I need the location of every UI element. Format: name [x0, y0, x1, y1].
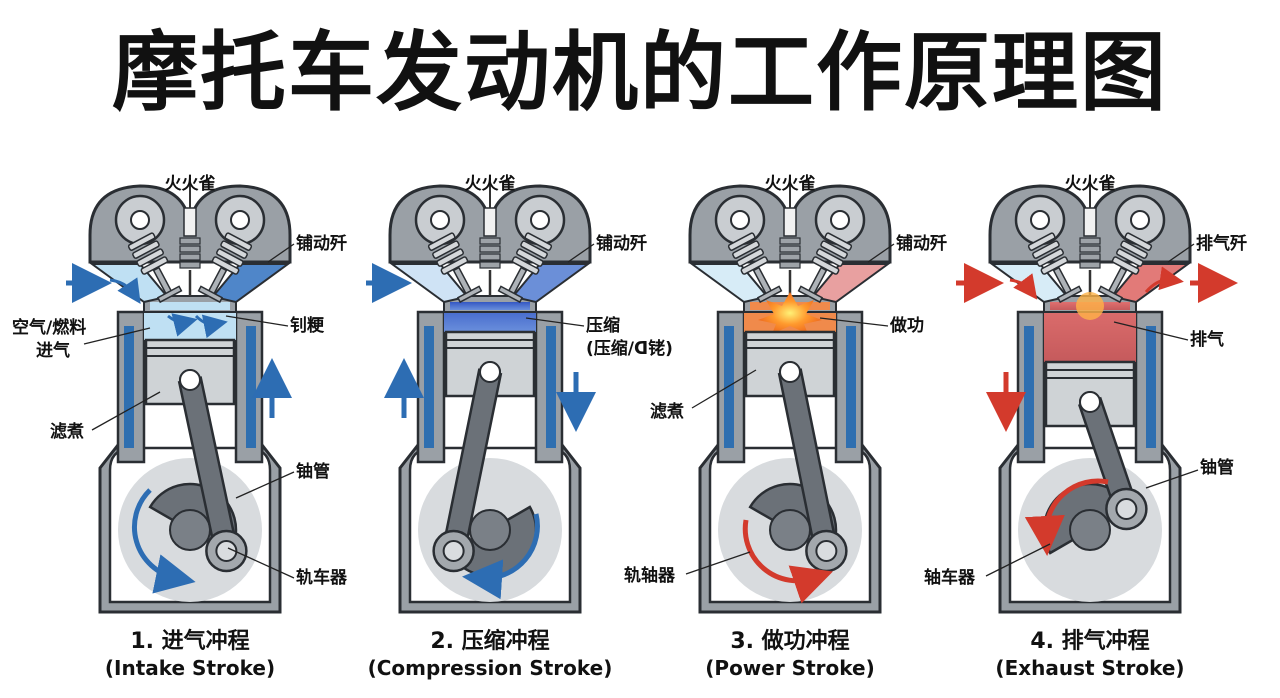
main-journal — [469, 509, 511, 551]
cam-hub-right — [530, 210, 550, 230]
stroke-caption: 3. 做功冲程 — [730, 628, 849, 654]
intake-valve — [427, 232, 483, 304]
cam-hub-left — [730, 210, 750, 230]
label-compression-sub: (压缩/ᗡ铑) — [586, 338, 673, 359]
crank-rotation-arrow — [1024, 478, 1109, 556]
label-gas: 钊粳 — [290, 315, 325, 336]
label-compression: 压缩 — [586, 315, 620, 336]
page-title: 摩托车发动机的工作原理图 — [112, 23, 1168, 123]
label-crank: 轨轴器 — [624, 565, 676, 586]
stroke-caption-en: (Intake Stroke) — [105, 656, 275, 680]
intake-swirl — [167, 313, 198, 337]
cam-hub-right — [830, 210, 850, 230]
label-valve: 排气歼 — [1196, 233, 1247, 254]
exhaust-valve — [1097, 232, 1153, 304]
exhaust-swirl — [1009, 273, 1038, 300]
intake-swirl — [194, 314, 228, 339]
label-crank: 轴车器 — [924, 567, 976, 588]
stroke-caption: 4. 排气冲程 — [1030, 628, 1149, 654]
coolant-jacket-left — [424, 326, 434, 448]
cam-hub-right — [1130, 210, 1150, 230]
label-air-fuel: 空气/燃料 — [12, 317, 86, 338]
label-crank: 轨车器 — [296, 567, 348, 588]
coolant-jacket-left — [724, 326, 734, 448]
spark-plug-insulator — [183, 207, 197, 237]
spark-plug-insulator — [483, 207, 497, 237]
coolant-jacket-left — [1024, 326, 1034, 448]
label-spark-plug: 火火雀 — [1065, 174, 1116, 194]
label-valve: 铺动歼 — [296, 233, 347, 254]
crank-rotation-arrow — [131, 488, 196, 594]
label-spark-plug: 火火雀 — [765, 174, 816, 194]
main-journal — [1069, 509, 1111, 551]
spark-plug-insulator — [783, 207, 797, 237]
intake-valve — [727, 232, 783, 304]
cam-hub-left — [430, 210, 450, 230]
intake-valve — [1027, 232, 1083, 304]
stroke-caption: 1. 进气冲程 — [130, 628, 249, 654]
main-journal — [169, 509, 211, 551]
coolant-jacket-right — [846, 326, 856, 448]
label-power: 做功 — [889, 315, 924, 336]
label-rod: 铀管 — [1200, 457, 1234, 478]
stroke-caption-en: (Power Stroke) — [705, 656, 874, 680]
label-piston: 滤煮 — [50, 421, 84, 442]
coolant-jacket-left — [124, 326, 134, 448]
crank-rotation-arrow — [742, 519, 833, 604]
stroke-caption-en: (Exhaust Stroke) — [995, 656, 1184, 680]
label-exhaust: 排气 — [1190, 329, 1224, 350]
exhaust-glow — [1076, 292, 1104, 320]
exhaust-valve — [497, 232, 553, 304]
label-spark-plug: 火火雀 — [465, 174, 516, 194]
crank-rotation-arrow — [462, 513, 540, 600]
label-spark-plug: 火火雀 — [165, 174, 216, 194]
main-journal — [769, 509, 811, 551]
combustion-burst — [758, 292, 822, 334]
coolant-jacket-right — [246, 326, 256, 448]
chamber — [450, 302, 530, 310]
stroke-caption: 2. 压缩冲程 — [430, 628, 549, 654]
stroke-caption-en: (Compression Stroke) — [368, 656, 613, 680]
coolant-jacket-right — [546, 326, 556, 448]
intake-swirl — [109, 277, 141, 304]
exhaust-valve — [797, 232, 853, 304]
cam-hub-left — [1030, 210, 1050, 230]
exhaust-swirl — [1144, 266, 1184, 293]
intake-valve — [127, 232, 183, 304]
label-intake: 进气 — [36, 340, 70, 361]
cam-hub-left — [130, 210, 150, 230]
spark-plug-insulator — [1083, 207, 1097, 237]
label-piston: 滤煮 — [650, 401, 684, 422]
label-valve: 铺动歼 — [896, 233, 947, 254]
chamber — [150, 302, 230, 310]
coolant-jacket-right — [1146, 326, 1156, 448]
cam-hub-right — [230, 210, 250, 230]
label-rod: 铀管 — [296, 461, 330, 482]
label-valve: 铺动歼 — [596, 233, 647, 254]
exhaust-valve — [197, 232, 253, 304]
